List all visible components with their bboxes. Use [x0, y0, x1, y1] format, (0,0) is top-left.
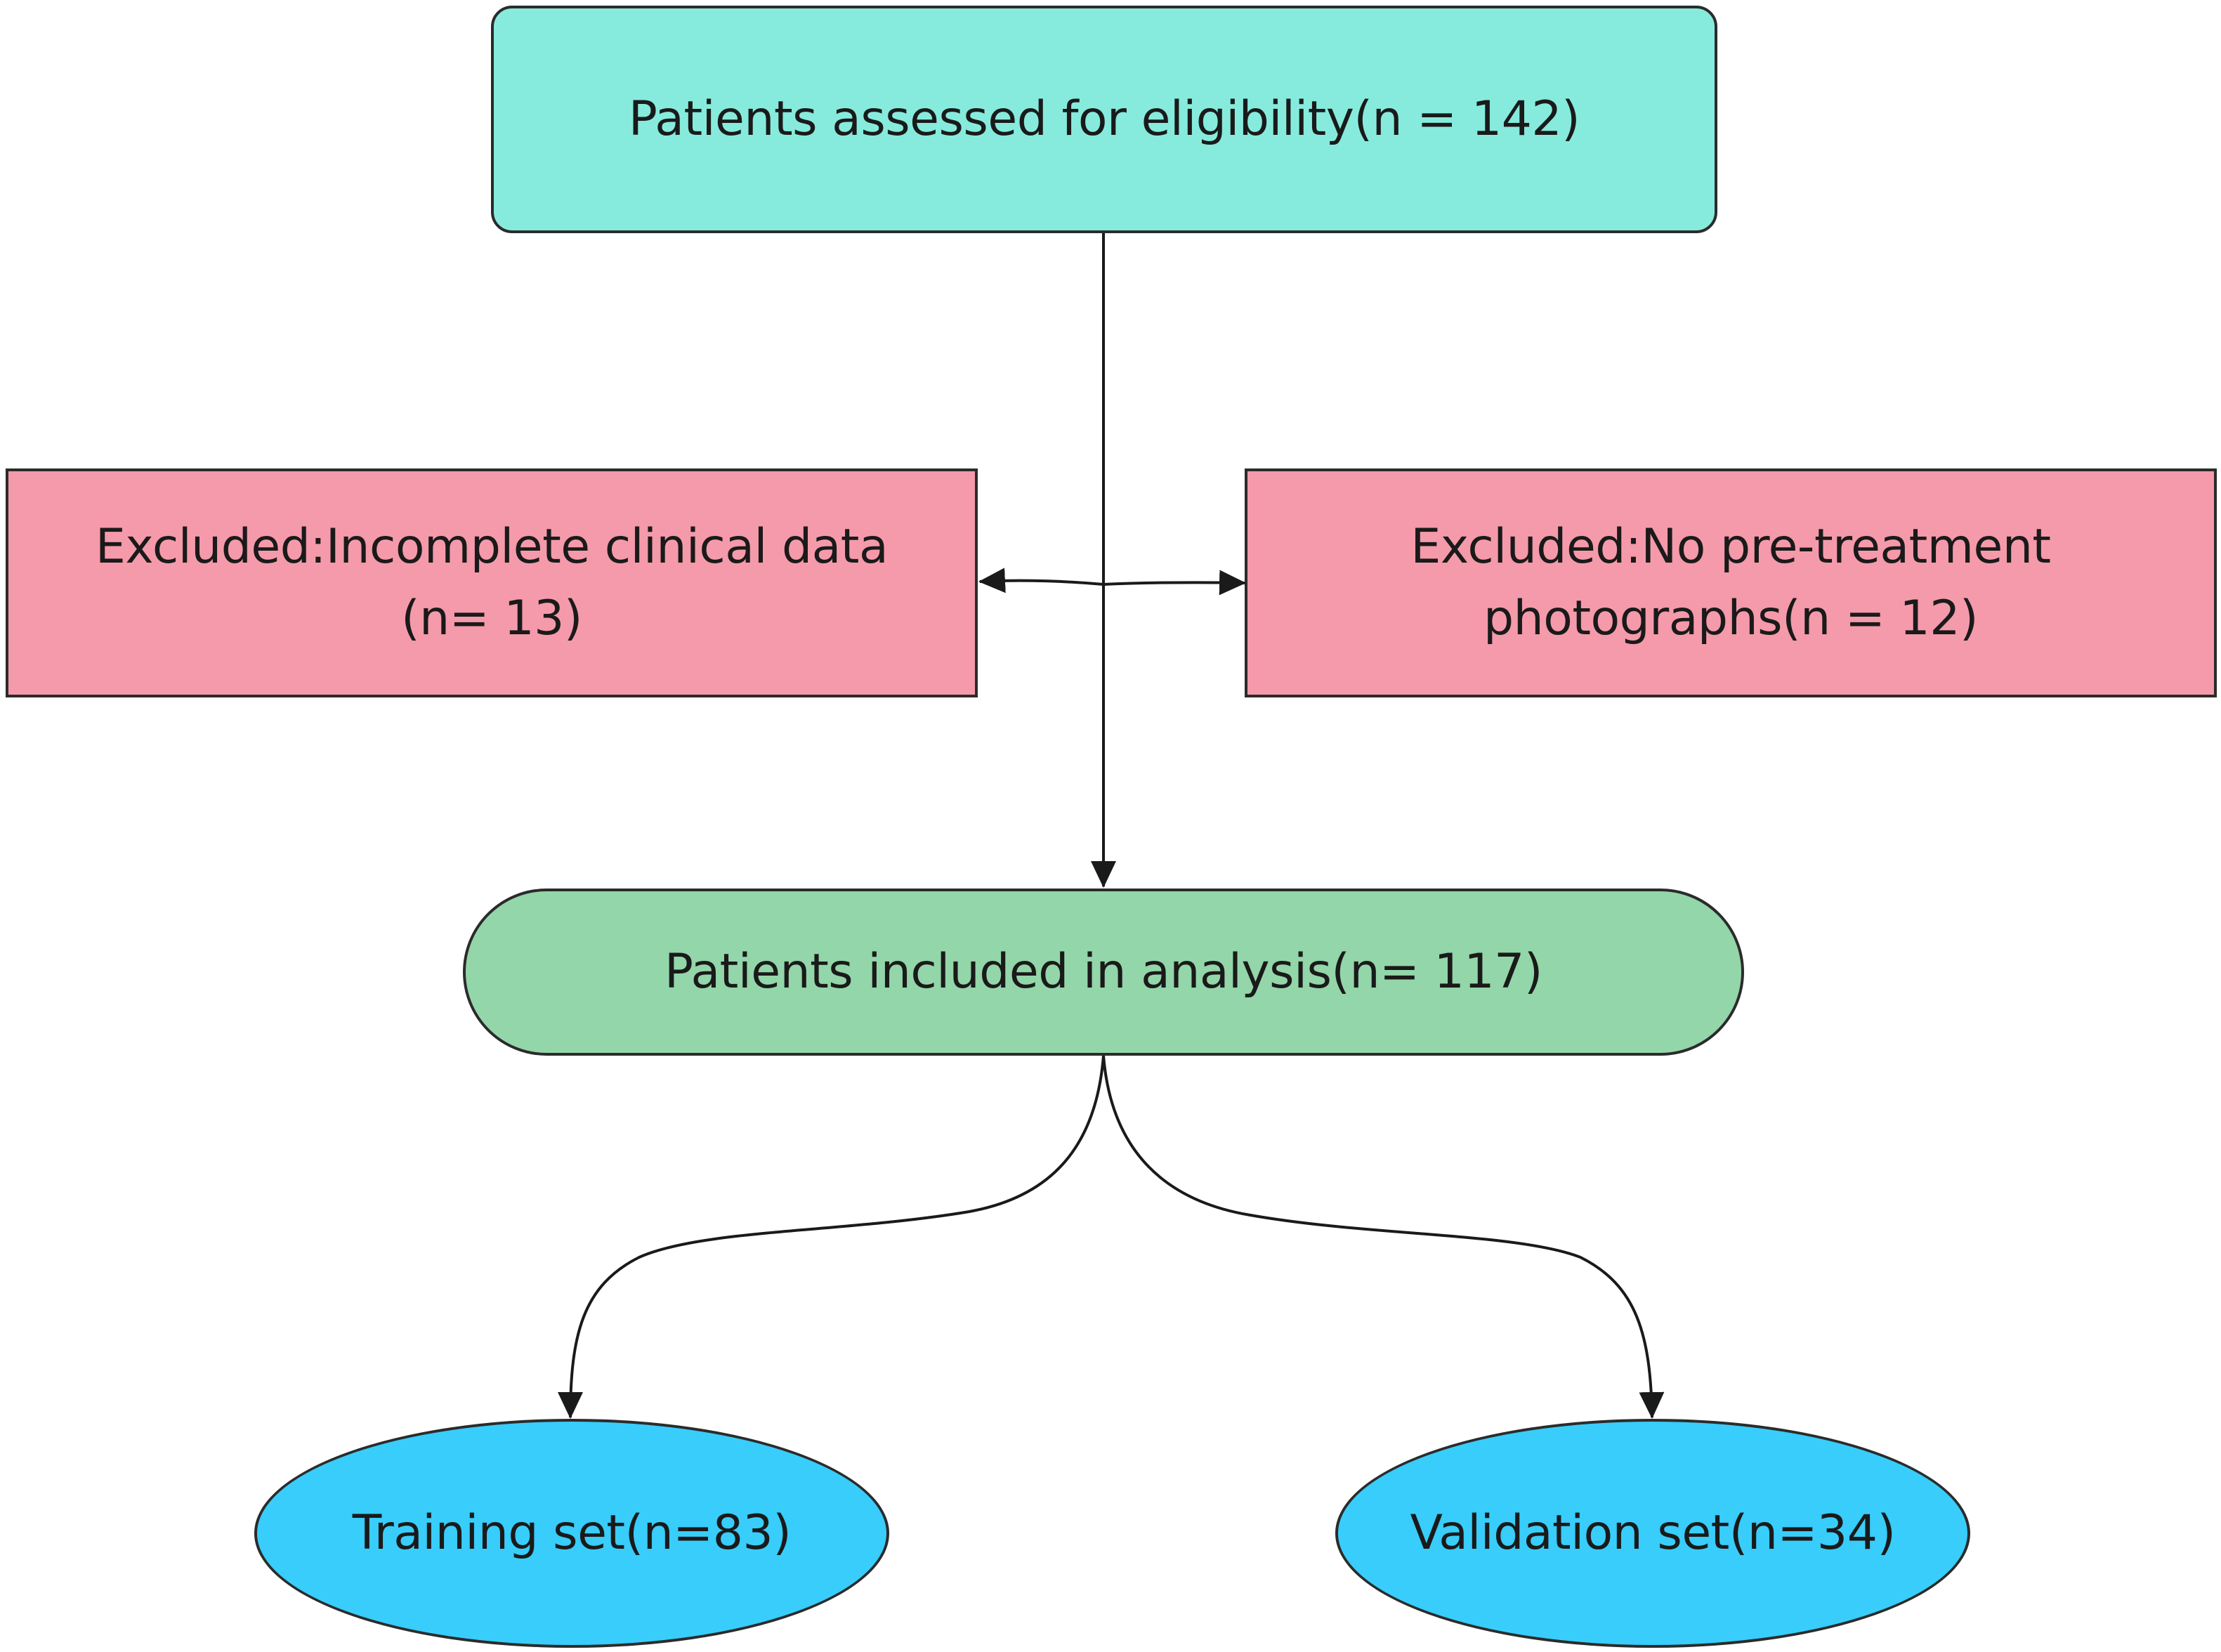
- arrow-to-excluded-photos: [1103, 570, 1246, 596]
- excluded-clinical-label-line2: (n= 13): [401, 591, 582, 646]
- training-set-ellipse: Training set(n=83): [254, 1419, 889, 1648]
- excluded-clinical-box: Excluded:Incomplete clinical data (n= 13…: [6, 468, 978, 697]
- eligibility-label: Patients assessed for eligibility(n = 14…: [628, 91, 1580, 147]
- excluded-clinical-label-line1: Excluded:Incomplete clinical data: [95, 519, 889, 575]
- validation-set-ellipse: Validation set(n=34): [1335, 1419, 1970, 1648]
- training-set-label: Training set(n=83): [352, 1505, 792, 1561]
- included-box: Patients included in analysis(n= 117): [463, 889, 1744, 1056]
- eligibility-box: Patients assessed for eligibility(n = 14…: [491, 6, 1717, 233]
- included-label: Patients included in analysis(n= 117): [664, 944, 1542, 999]
- excluded-photos-label-line2: photographs(n = 12): [1483, 591, 1979, 646]
- arrow-to-excluded-clinical: [978, 568, 1104, 594]
- excluded-photos-label-line1: Excluded:No pre-treatment: [1410, 519, 2051, 575]
- excluded-photos-box: Excluded:No pre-treatment photographs(n …: [1245, 468, 2217, 697]
- arrow-to-training-tip: [558, 1055, 1105, 1419]
- arrow-to-validation: [1102, 1055, 1665, 1419]
- validation-set-label: Validation set(n=34): [1410, 1505, 1896, 1561]
